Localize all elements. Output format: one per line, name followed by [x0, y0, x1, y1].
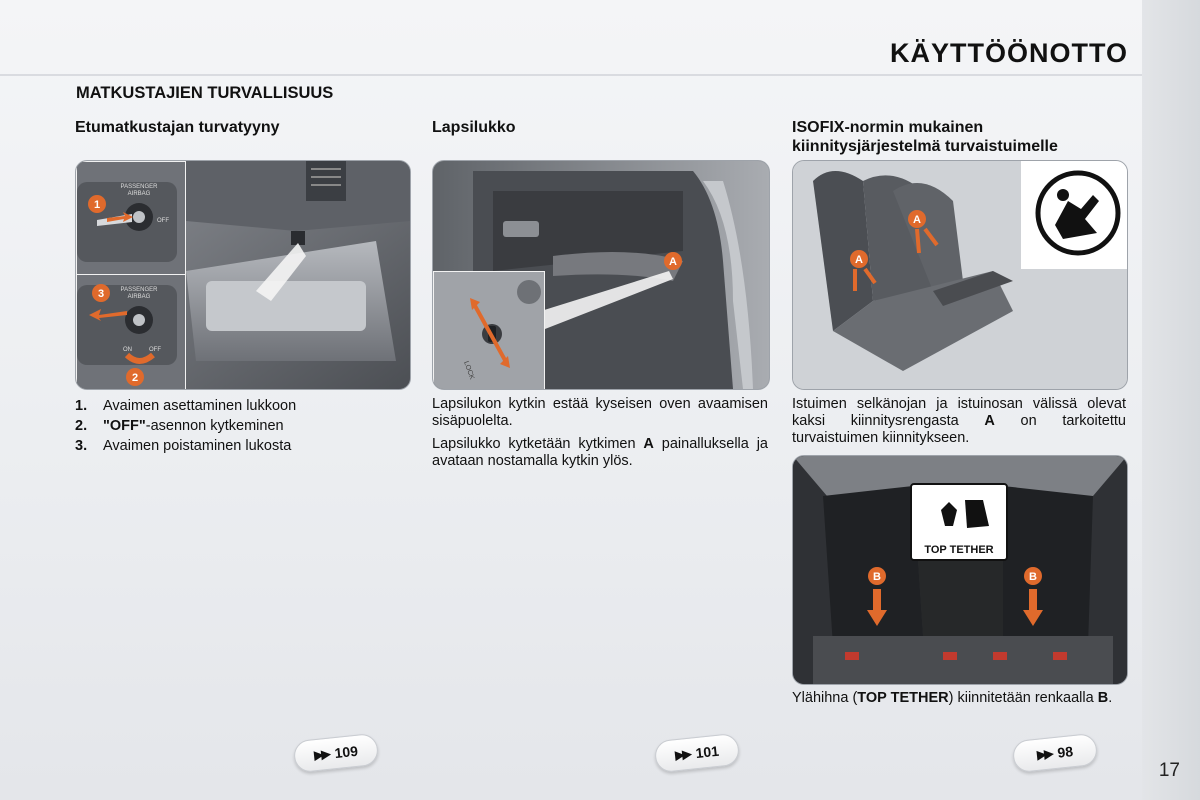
top-tether-text: Ylähihna (TOP TETHER) kiinnitetään renka…: [792, 690, 1113, 706]
svg-text:AIRBAG: AIRBAG: [128, 294, 151, 300]
page-ref-link[interactable]: ▶▶ 101: [653, 732, 741, 774]
airbag-heading: Etumatkustajan turvatyyny: [75, 119, 280, 136]
page-ref-link[interactable]: ▶▶ 98: [1011, 732, 1099, 774]
switch-label-top: PASSENGER: [121, 184, 159, 190]
column-child-lock: Lapsilukko: [432, 118, 768, 156]
child-lock-para-2: Lapsilukko kytketään kytkimen A painallu…: [432, 436, 768, 469]
isofix-heading: ISOFIX-normin mukainen kiinnitysjärjeste…: [792, 119, 1058, 155]
isofix-marker-a-1: A: [855, 254, 863, 266]
marker-a: A: [669, 256, 677, 268]
airbag-inset-top: 1 PASSENGER AIRBAG OFF: [76, 161, 186, 275]
top-tether-figure: TOP TETHER B B: [792, 455, 1128, 685]
isofix-marker-a-2: A: [913, 214, 921, 226]
list-item: 3. Avaimen poistaminen lukosta: [75, 438, 292, 454]
airbag-steps-list: 1. Avaimen asettaminen lukkoon 2. "OFF"-…: [75, 396, 411, 456]
isofix-text: Istuimen selkänojan ja istuinosan väliss…: [792, 396, 1126, 446]
switch-label-bottom: AIRBAG: [128, 191, 151, 197]
fast-forward-icon: ▶▶: [313, 746, 330, 763]
svg-text:OFF: OFF: [149, 347, 161, 353]
airbag-switch-figure: 1 PASSENGER AIRBAG OFF 3 PASSENGER AIRBA…: [75, 160, 411, 390]
page-title: KÄYTTÖÖNOTTO: [890, 38, 1128, 68]
step-number-3: 3: [98, 288, 104, 300]
airbag-inset-bottom: 3 PASSENGER AIRBAG ON OFF 2: [76, 274, 186, 389]
section-title: MATKUSTAJIEN TURVALLISUUS: [76, 84, 334, 102]
page-edge-band: [1142, 0, 1200, 800]
child-lock-para-1: Lapsilukon kytkin estää kyseisen oven av…: [432, 396, 768, 429]
fast-forward-icon: ▶▶: [1036, 746, 1053, 762]
page-ref-link[interactable]: ▶▶ 109: [292, 732, 380, 774]
page-ref-number: 101: [694, 742, 720, 762]
svg-text:PASSENGER: PASSENGER: [121, 287, 159, 293]
off-label: OFF: [157, 218, 169, 224]
page-ref-number: 98: [1056, 743, 1074, 761]
tether-marker-b-2: B: [1029, 571, 1037, 583]
on-label: ON: [123, 347, 132, 353]
list-item: 2. "OFF"-asennon kytkeminen: [75, 418, 284, 434]
page-ref-number: 109: [333, 742, 359, 762]
rear-seat-illustration: A A: [793, 161, 1127, 389]
column-isofix: ISOFIX-normin mukainen kiinnitysjärjeste…: [792, 118, 1128, 156]
step-number-2: 2: [132, 372, 138, 384]
child-lock-heading: Lapsilukko: [432, 119, 516, 136]
column-airbag: Etumatkustajan turvatyyny: [75, 118, 411, 156]
tether-marker-b-1: B: [873, 571, 881, 583]
page-number: 17: [1158, 760, 1180, 781]
header-rule: [0, 74, 1142, 76]
list-item: 1. Avaimen asettaminen lukkoon: [75, 398, 297, 414]
child-lock-inset: LOCK: [433, 271, 545, 389]
trunk-illustration: TOP TETHER B B: [793, 456, 1127, 684]
top-tether-label: TOP TETHER: [924, 544, 993, 556]
child-lock-figure: A LOCK: [432, 160, 770, 390]
child-lock-text: Lapsilukon kytkin estää kyseisen oven av…: [432, 396, 768, 476]
step-number-1: 1: [94, 199, 100, 211]
isofix-seat-figure: A A: [792, 160, 1128, 390]
fast-forward-icon: ▶▶: [674, 746, 691, 763]
